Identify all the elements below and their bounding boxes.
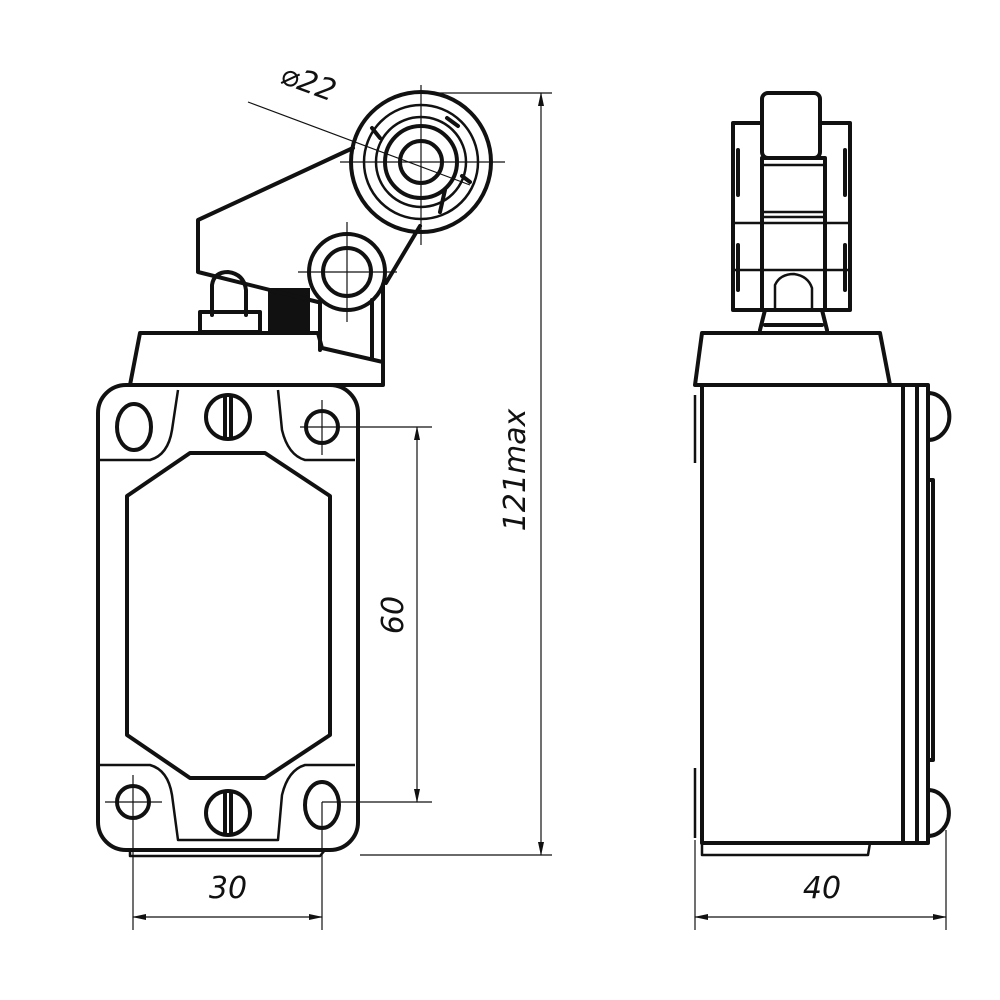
dim-30-label: 30 (209, 871, 247, 906)
roller-side (760, 91, 822, 160)
body-side (700, 383, 905, 845)
slot-top-left (115, 402, 153, 452)
bump-bottom (926, 788, 951, 838)
stem-side (758, 308, 829, 332)
front-view (96, 85, 505, 930)
switch-head (128, 331, 385, 387)
lever-pivot (298, 222, 397, 322)
lever-bracket (318, 283, 385, 364)
roller (340, 85, 505, 284)
head-side (693, 331, 892, 387)
dim-diameter-label: ⌀22 (276, 57, 341, 109)
screw-top (204, 393, 252, 441)
bump-top (926, 391, 952, 442)
dimension-60: 60 (322, 426, 432, 803)
dimension-121max: 121max (360, 92, 552, 856)
dimension-40: 40 (694, 830, 947, 930)
screw-bottom (204, 789, 252, 837)
dim-121max-label: 121max (498, 408, 533, 531)
cover-window (125, 451, 332, 780)
plunger-stem (198, 270, 310, 334)
dim-40-label: 40 (803, 871, 841, 906)
switch-body (96, 383, 360, 852)
side-view (693, 91, 952, 857)
cover-flange (901, 383, 935, 845)
dim-60-label: 60 (376, 596, 411, 634)
roller-bracket (731, 121, 852, 312)
dimension-30: 30 (132, 871, 323, 920)
